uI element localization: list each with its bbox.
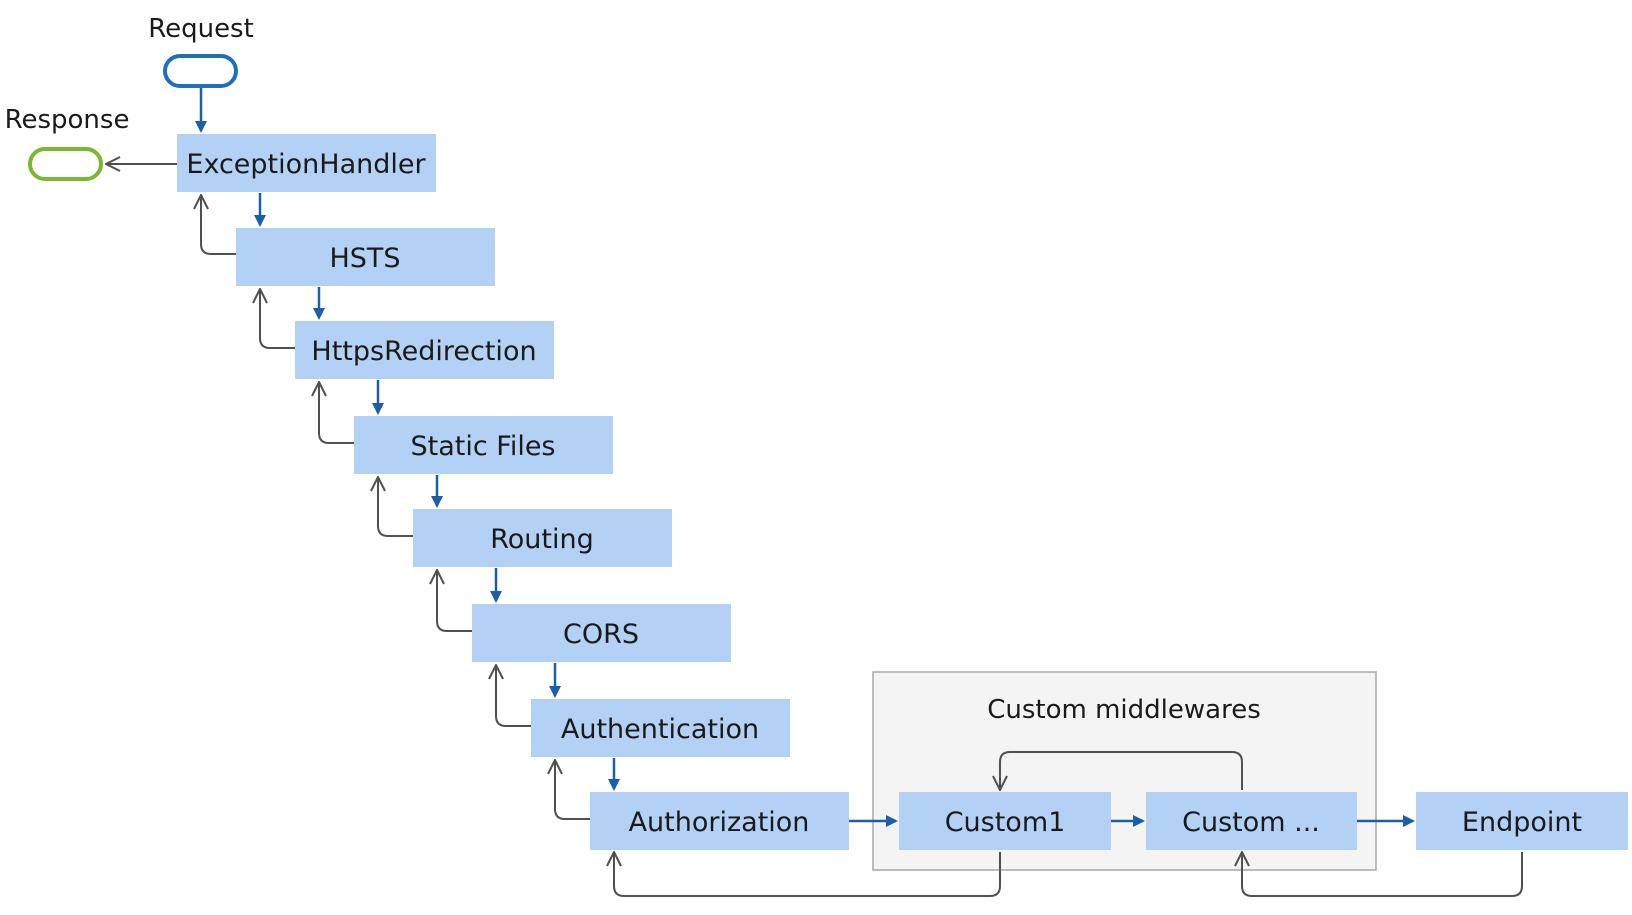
response-flow-arrow bbox=[260, 290, 295, 349]
https-redirection-label: HttpsRedirection bbox=[311, 336, 536, 367]
response-flow-arrow bbox=[378, 478, 413, 537]
response-flow-arrow bbox=[1242, 852, 1523, 897]
response-flow-arrow bbox=[1000, 751, 1243, 790]
response-flow-arrow bbox=[201, 196, 236, 255]
request-terminal bbox=[163, 54, 238, 88]
routing-node bbox=[413, 509, 672, 567]
cors-node bbox=[472, 604, 731, 662]
request-flow-arrows bbox=[254, 193, 1415, 827]
custom-and-endpoint: Custom1 Custom ... Endpoint bbox=[899, 792, 1628, 850]
response-terminal bbox=[28, 147, 103, 181]
response-flow-arrow bbox=[614, 852, 1001, 897]
response-label: Response bbox=[5, 105, 130, 135]
custom-middlewares-label: Custom middlewares bbox=[987, 695, 1261, 725]
static-files-node bbox=[354, 416, 613, 474]
exception-handler-node bbox=[177, 134, 436, 192]
cors-label: CORS bbox=[563, 619, 639, 650]
response-flow-arrow bbox=[437, 571, 472, 632]
static-files-label: Static Files bbox=[410, 431, 555, 462]
request-label: Request bbox=[148, 14, 254, 44]
authorization-node bbox=[590, 792, 849, 850]
exception-handler-label: ExceptionHandler bbox=[186, 149, 426, 180]
authorization-label: Authorization bbox=[629, 807, 810, 838]
custom1-label: Custom1 bbox=[945, 807, 1066, 838]
custom1-node bbox=[899, 792, 1111, 850]
response-flow-arrow bbox=[496, 666, 531, 727]
hsts-label: HSTS bbox=[329, 243, 400, 274]
routing-label: Routing bbox=[490, 524, 594, 555]
custom-ellipsis-node bbox=[1146, 792, 1357, 850]
endpoint-node bbox=[1416, 792, 1628, 850]
response-flow-arrow bbox=[319, 383, 354, 444]
https-redirection-node bbox=[295, 321, 554, 379]
endpoint-label: Endpoint bbox=[1462, 807, 1582, 838]
hsts-node bbox=[236, 228, 495, 286]
custom-ellipsis-label: Custom ... bbox=[1182, 807, 1320, 838]
response-flow-arrow bbox=[555, 761, 590, 820]
authentication-node bbox=[531, 699, 790, 757]
response-flow-arrows bbox=[201, 196, 1523, 897]
pipeline-steps: ExceptionHandler HSTS HttpsRedirection S… bbox=[177, 134, 849, 850]
authentication-label: Authentication bbox=[561, 714, 759, 745]
